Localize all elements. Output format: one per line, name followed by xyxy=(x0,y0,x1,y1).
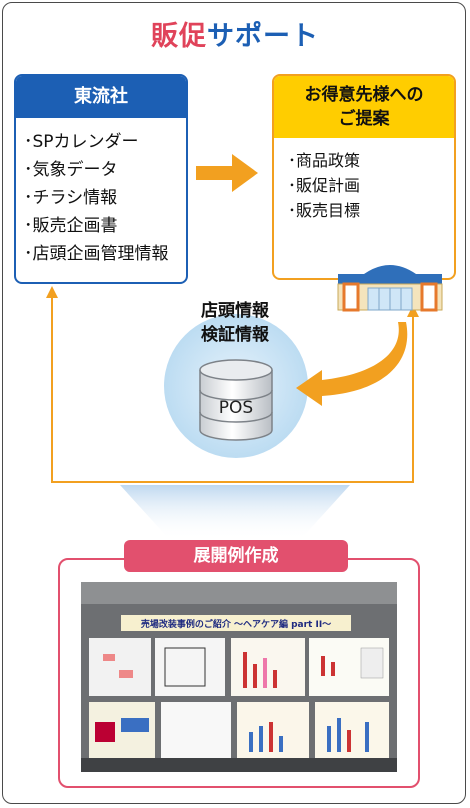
main-flow-arrow xyxy=(196,154,258,192)
example-photo-frame: 売場改装事例のご紹介 〜ヘアケア編 part II〜 xyxy=(58,558,420,788)
poster-panels xyxy=(89,638,389,758)
list-item: ･販売目標 xyxy=(288,201,361,220)
list-item: ･商品政策 xyxy=(288,151,361,170)
list-item: ･販売企画書 xyxy=(24,216,118,236)
arrow-up-right-head xyxy=(407,305,419,317)
curved-arrow-body xyxy=(296,322,408,406)
fan-gradient xyxy=(120,485,350,540)
proposal-list: ･商品政策 ･販促計画 ･販売目標 xyxy=(274,138,454,223)
store-display-photo: 売場改装事例のご紹介 〜ヘアケア編 part II〜 xyxy=(81,582,397,772)
title-part-support: サポート xyxy=(207,21,319,52)
database-icon: POS xyxy=(199,359,273,441)
list-item: ･気象データ xyxy=(24,160,118,180)
pos-label-line2: 検証情報 xyxy=(201,325,269,345)
client-header-line1: お得意先様への xyxy=(304,85,424,105)
client-proposal-box: お得意先様への ご提案 ･商品政策 ･販促計画 ･販売目標 xyxy=(272,74,456,280)
pos-info-label: 店頭情報 検証情報 xyxy=(168,299,302,347)
list-item: ･チラシ情報 xyxy=(24,188,118,208)
example-creation-banner: 展開例作成 xyxy=(124,540,348,572)
toryusha-box: 東流社 ･SPカレンダー ･気象データ ･チラシ情報 ･販売企画書 ･店頭企画管… xyxy=(14,74,188,284)
poster-heading: 売場改装事例のご紹介 〜ヘアケア編 part II〜 xyxy=(141,618,331,630)
list-item: ･店頭企画管理情報 xyxy=(24,244,169,264)
pos-label-line1: 店頭情報 xyxy=(201,301,269,321)
feedback-loop-line xyxy=(51,295,414,483)
arrow-up-left-head xyxy=(46,286,58,298)
toryusha-header: 東流社 xyxy=(16,76,186,118)
page-title: 販促サポート xyxy=(0,14,470,53)
client-header-line2: ご提案 xyxy=(338,109,390,129)
store-icon xyxy=(337,265,443,312)
toryusha-list: ･SPカレンダー ･気象データ ･チラシ情報 ･販売企画書 ･店頭企画管理情報 xyxy=(16,118,186,268)
title-part-sales-promo: 販促 xyxy=(151,21,207,52)
client-proposal-header: お得意先様への ご提案 xyxy=(274,76,454,138)
list-item: ･販促計画 xyxy=(288,176,361,195)
pos-db-label: POS xyxy=(219,398,253,418)
list-item: ･SPカレンダー xyxy=(24,132,139,152)
